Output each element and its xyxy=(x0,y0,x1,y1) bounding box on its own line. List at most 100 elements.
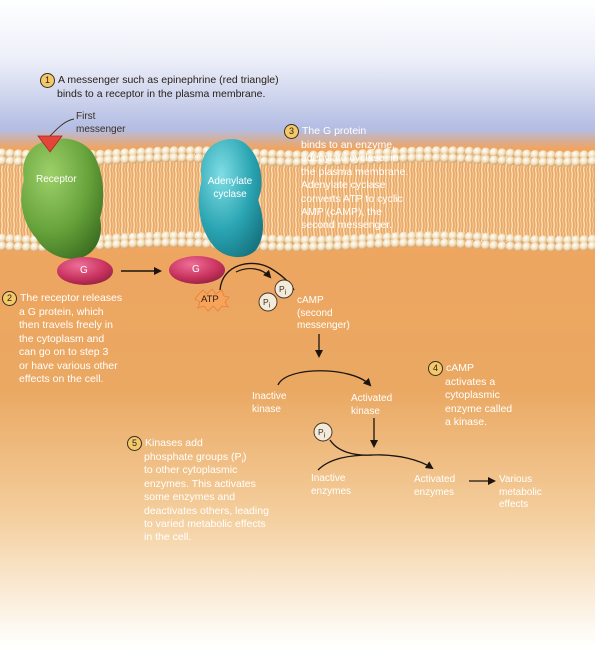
lipid-head xyxy=(481,155,491,165)
lipid-head xyxy=(136,147,146,157)
first-messenger-line-2: messenger xyxy=(76,123,126,135)
lipid-head xyxy=(440,238,450,248)
lipid-head xyxy=(13,149,23,159)
lipid-head xyxy=(284,242,294,252)
lipid-head xyxy=(153,231,163,241)
lipid-head xyxy=(161,153,171,163)
camp-line-3: messenger) xyxy=(297,320,350,331)
lipid-head xyxy=(538,157,548,167)
pi-label-1-sub: i xyxy=(268,302,271,310)
lipid-head xyxy=(145,238,155,248)
lipid-head xyxy=(497,233,507,243)
lipid-head xyxy=(374,148,384,158)
lipid-head xyxy=(571,150,581,160)
adenylate-cyclase-label: Adenylate cyclase xyxy=(201,176,259,201)
step-3-line-3: adenylate cyclase, in xyxy=(301,152,399,165)
step-2-number: 2 xyxy=(2,291,17,306)
lipid-head xyxy=(292,150,302,160)
step-5-line-8: in the cell. xyxy=(144,531,192,544)
lipid-head xyxy=(489,240,499,251)
lipid-head xyxy=(587,241,595,251)
step-5-line-6: deactivates others, leading xyxy=(144,504,269,517)
lipid-head xyxy=(194,146,204,156)
pi-circle-3 xyxy=(313,422,333,442)
lipid-head xyxy=(153,146,163,156)
lipid-head xyxy=(350,149,360,159)
lipid-head xyxy=(136,238,146,248)
step-2-line-4: the cytoplasm and xyxy=(19,332,105,345)
lipid-head xyxy=(555,157,565,167)
lipid-head xyxy=(382,232,392,242)
lipid-head xyxy=(186,153,196,163)
lipid-head xyxy=(456,153,466,164)
lipid-head xyxy=(579,150,589,160)
lipid-head xyxy=(391,153,401,164)
lipid-head xyxy=(555,242,565,252)
lipid-head xyxy=(0,233,7,243)
lipid-head xyxy=(399,153,409,163)
pi-label-3-sub: i xyxy=(323,432,326,440)
lipid-head xyxy=(514,156,524,166)
lipid-head xyxy=(399,231,409,241)
lipid-head xyxy=(153,153,163,163)
lipid-head xyxy=(522,242,532,252)
step-1-line-2: binds to a receptor in the plasma membra… xyxy=(57,88,266,100)
lipid-head xyxy=(563,157,573,167)
lipid-head xyxy=(5,241,15,251)
lipid-head xyxy=(292,242,302,252)
lipid-head xyxy=(292,157,302,167)
activated-kinase-line-2: kinase xyxy=(351,405,380,417)
lipid-head xyxy=(366,155,376,165)
lipid-head xyxy=(423,238,433,248)
step-5-pi-close: ) xyxy=(243,451,247,463)
lipid-head xyxy=(341,156,351,166)
lipid-head xyxy=(325,157,335,167)
step-2-line-6: or have various other xyxy=(19,359,118,372)
step-3-line-8: second messenger. xyxy=(301,219,393,232)
lipid-head xyxy=(448,146,458,156)
lipid-head xyxy=(95,149,105,159)
inactive-enzymes-line-2: enzymes xyxy=(311,485,352,497)
lipid-head xyxy=(104,155,114,165)
step-4-number: 4 xyxy=(428,361,443,376)
lipid-head xyxy=(317,157,327,167)
lipid-head xyxy=(284,150,294,160)
lipid-head xyxy=(407,153,417,163)
lipid-head xyxy=(448,238,458,248)
lipid-head xyxy=(456,239,466,249)
lipid-head xyxy=(194,153,204,163)
lipid-head xyxy=(350,156,360,166)
lipid-head xyxy=(407,231,417,241)
lipid-head xyxy=(391,147,401,157)
lipid-head xyxy=(423,153,433,163)
lipid-head xyxy=(374,233,384,243)
pi-label-1-p: P xyxy=(263,297,269,307)
lipid-head xyxy=(358,149,368,159)
step-4-line-2: activates a xyxy=(445,376,496,388)
lipid-head xyxy=(571,235,581,245)
lipid-head xyxy=(341,234,351,244)
camp-line-2: (second xyxy=(297,307,333,319)
lipid-head xyxy=(128,239,138,249)
lipid-head xyxy=(530,157,540,167)
lipid-head xyxy=(538,235,548,245)
lipid-head xyxy=(546,150,557,160)
step-4-line-1: cAMP xyxy=(446,362,475,374)
lipid-head xyxy=(563,150,573,160)
lipid-head xyxy=(538,150,548,160)
lipid-head xyxy=(481,240,491,250)
metabolic-effects-line-2: metabolic xyxy=(499,486,542,498)
lipid-head xyxy=(259,241,269,252)
lipid-head xyxy=(317,242,327,252)
lipid-head xyxy=(177,238,187,248)
lipid-head xyxy=(407,146,417,156)
lipid-head xyxy=(530,235,540,245)
step-1-number: 1 xyxy=(40,73,55,88)
camp-label: cAMP (second messenger) xyxy=(297,295,350,333)
lipid-head xyxy=(95,240,105,250)
activated-kinase-line-1: Activated xyxy=(351,393,393,404)
